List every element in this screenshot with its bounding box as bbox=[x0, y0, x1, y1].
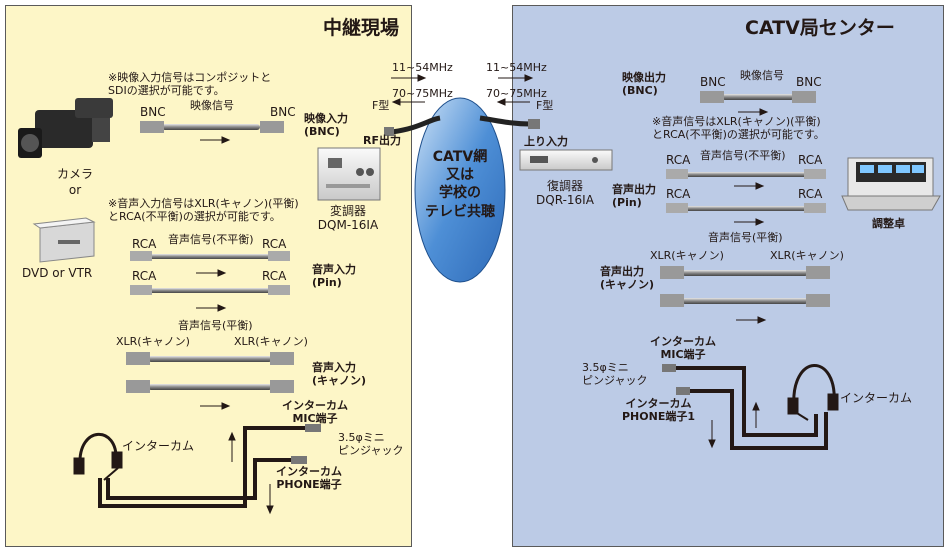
left-mini-jack-label: 3.5φミニ ピンジャック bbox=[338, 431, 404, 457]
right-xlr-label-right: XLR(キャノン) bbox=[770, 249, 844, 262]
demodulator-label: 復調器 DQR-16IA bbox=[536, 179, 594, 207]
rca-label-1: RCA bbox=[132, 237, 157, 251]
right-intercom-phone-label: インターカム PHONE端子1 bbox=[622, 397, 695, 423]
modulator-label: 変調器 DQM-16IA bbox=[317, 204, 379, 232]
right-audio-balanced-label: 音声信号(平衡) bbox=[708, 231, 783, 244]
bnc-label-left: BNC bbox=[140, 105, 166, 119]
video-signal-label: 映像信号 bbox=[190, 99, 234, 112]
dvd-vtr-device bbox=[32, 217, 96, 263]
left-intercom-phone-label: インターカム PHONE端子 bbox=[276, 465, 342, 491]
rca-label-4: RCA bbox=[262, 269, 287, 283]
freq-arrows bbox=[391, 74, 534, 106]
demodulator-device bbox=[519, 149, 613, 171]
video-input-label: 映像入力 (BNC) bbox=[304, 112, 348, 138]
modulator-device bbox=[317, 147, 381, 201]
catv-network-ellipse bbox=[414, 97, 506, 283]
video-input-note: ※映像入力信号はコンポジットと SDIの選択が可能です。 bbox=[108, 71, 272, 97]
right-rca-label-4: RCA bbox=[798, 187, 823, 201]
site-title: 中継現場 bbox=[323, 17, 400, 39]
audio-unbalanced-label: 音声信号(不平衡) bbox=[168, 233, 254, 246]
signal-arrows bbox=[196, 108, 769, 410]
audio-input-note: ※音声入力信号はXLR(キャノン)(平衡) とRCA(不平衡)の選択が可能です。 bbox=[108, 197, 299, 223]
right-rca-label-1: RCA bbox=[666, 153, 691, 167]
right-audio-unbalanced-label: 音声信号(不平衡) bbox=[700, 149, 786, 162]
right-xlr-label-left: XLR(キャノン) bbox=[650, 249, 724, 262]
freq-11-54-right: 11~54MHz bbox=[486, 61, 547, 74]
right-rca-label-3: RCA bbox=[666, 187, 691, 201]
left-intercom-label: インターカム bbox=[122, 439, 195, 453]
rca-label-2: RCA bbox=[262, 237, 287, 251]
rf-output-label: RF出力 bbox=[363, 134, 401, 147]
video-output-label: 映像出力 (BNC) bbox=[622, 71, 666, 97]
rf-cable-left bbox=[391, 115, 441, 135]
right-cables bbox=[660, 91, 830, 307]
right-mini-jack-label: 3.5φミニ ピンジャック bbox=[582, 361, 648, 387]
right-intercom-mic-label: インターカム MIC端子 bbox=[650, 335, 716, 361]
audio-input-xlr-label: 音声入力 (キャノン) bbox=[312, 361, 367, 387]
audio-output-xlr-label: 音声出力 (キャノン) bbox=[600, 265, 655, 291]
or-label: or bbox=[68, 183, 82, 197]
freq-70-75-right: 70~75MHz bbox=[486, 87, 547, 100]
right-intercom-label: インターカム bbox=[840, 391, 913, 405]
uplink-input-label: 上り入力 bbox=[524, 135, 568, 148]
freq-70-75-left: 70~75MHz bbox=[392, 87, 453, 100]
catv-network-label: CATV網 又は 学校の テレビ共聴 bbox=[425, 149, 495, 220]
camera-device bbox=[18, 98, 113, 158]
right-rca-label-2: RCA bbox=[798, 153, 823, 167]
left-intercom-mic-label: インターカム MIC端子 bbox=[282, 399, 348, 425]
xlr-label-right: XLR(キャノン) bbox=[234, 335, 308, 348]
bnc-label-right: BNC bbox=[270, 105, 296, 119]
right-intercom-headset bbox=[787, 364, 839, 421]
center-title: CATV局センター bbox=[745, 17, 895, 39]
left-intercom-cables bbox=[98, 426, 310, 508]
left-intercom-headset bbox=[73, 432, 123, 481]
site-panel bbox=[5, 5, 412, 547]
console-device bbox=[841, 157, 941, 211]
audio-output-pin-label: 音声出力 (Pin) bbox=[612, 183, 656, 209]
console-label: 調整卓 bbox=[872, 217, 905, 230]
f-type-left: F型 bbox=[372, 99, 390, 112]
right-bnc-label-right: BNC bbox=[796, 75, 822, 89]
freq-11-54-left: 11~54MHz bbox=[392, 61, 453, 74]
rf-cable-right bbox=[479, 115, 531, 127]
right-bnc-label-left: BNC bbox=[700, 75, 726, 89]
dvd-vtr-label: DVD or VTR bbox=[22, 266, 93, 280]
audio-balanced-label: 音声信号(平衡) bbox=[178, 319, 253, 332]
right-intercom-cables bbox=[672, 366, 828, 450]
xlr-label-left: XLR(キャノン) bbox=[116, 335, 190, 348]
audio-input-pin-label: 音声入力 (Pin) bbox=[312, 263, 356, 289]
left-cables bbox=[126, 121, 294, 393]
f-type-right: F型 bbox=[536, 99, 554, 112]
right-video-signal-label: 映像信号 bbox=[740, 69, 784, 82]
camera-label: カメラ bbox=[56, 167, 93, 181]
right-audio-note: ※音声信号はXLR(キャノン)(平衡) とRCA(不平衡)の選択が可能です。 bbox=[652, 115, 825, 141]
rca-label-3: RCA bbox=[132, 269, 157, 283]
